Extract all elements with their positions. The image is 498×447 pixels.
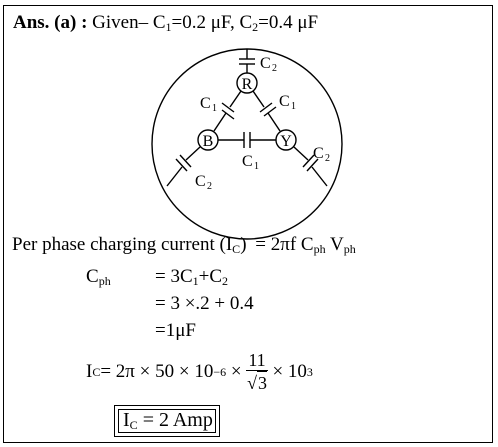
answer-frame [3, 5, 493, 443]
answer-header: Ans. (a) : Given– C1=0.2 μF, C2=0.4 μF [13, 12, 319, 34]
node-r-label: R [242, 76, 253, 93]
cap-rb-label: C [200, 95, 211, 112]
answer-label: Ans. (a) : [13, 12, 88, 33]
cap-y-label: C [313, 145, 324, 162]
node-b-label: B [203, 133, 214, 150]
result-box: IC = 2 Amp [114, 405, 220, 437]
node-y-label: Y [280, 133, 292, 150]
cph-line-2: = 3 ×.2 + 0.4 [155, 293, 254, 314]
cap-ry-label: C [279, 93, 290, 110]
charging-current-line: Per phase charging current (IC) = 2πf Cp… [12, 234, 356, 256]
svg-text:1: 1 [291, 101, 296, 112]
cap-top-label: C [260, 55, 271, 72]
cph-label: Cph [86, 266, 111, 288]
svg-text:2: 2 [325, 153, 330, 164]
svg-text:2: 2 [207, 181, 212, 192]
svg-text:2: 2 [272, 63, 277, 74]
fraction: 11 √3 [246, 350, 268, 393]
cph-line-1: = 3C1+C2 [155, 266, 229, 288]
svg-text:1: 1 [212, 103, 217, 114]
svg-text:1: 1 [254, 161, 259, 172]
result-text: IC = 2 Amp [123, 409, 213, 432]
node-r-circle [236, 72, 258, 94]
cap-b-label: C [195, 173, 206, 190]
cph-line-3: =1μF [155, 320, 196, 341]
cap-by-label: C [242, 153, 253, 170]
given-text: Given– C [87, 12, 166, 33]
